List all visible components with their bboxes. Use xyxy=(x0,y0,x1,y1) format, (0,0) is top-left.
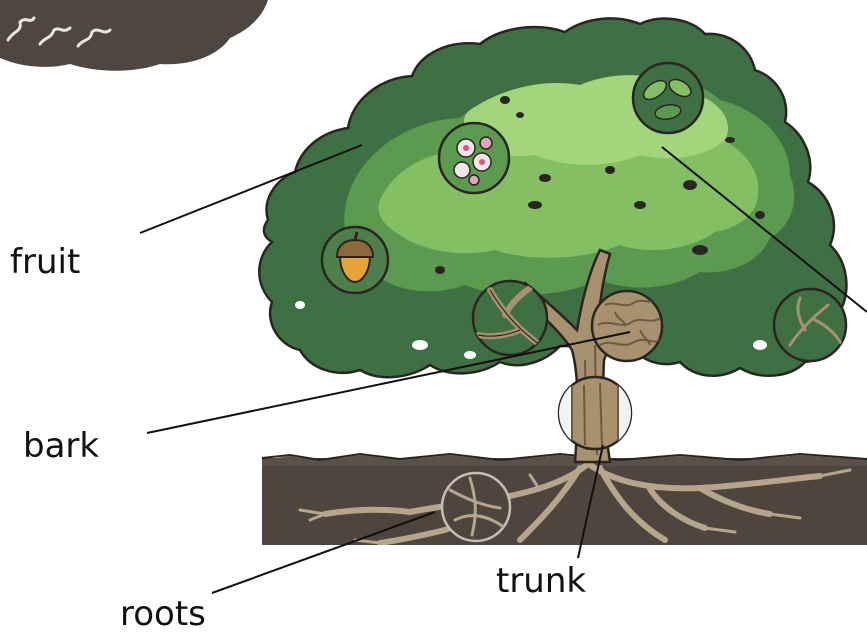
label-trunk: trunk xyxy=(496,561,586,601)
label-fruit: fruit xyxy=(10,242,80,282)
blossom-callout xyxy=(439,123,509,193)
branches-callout xyxy=(473,281,547,355)
cloud-shape xyxy=(0,0,268,71)
label-roots: roots xyxy=(120,594,206,633)
twigs-callout xyxy=(774,289,846,361)
label-bark: bark xyxy=(23,426,99,466)
bark-texture-callout xyxy=(592,291,662,361)
leaves-callout xyxy=(633,63,703,133)
trunk-section-callout xyxy=(559,377,631,449)
soil-ground xyxy=(262,454,867,545)
roots-callout xyxy=(442,473,510,541)
acorn-callout xyxy=(322,227,388,293)
